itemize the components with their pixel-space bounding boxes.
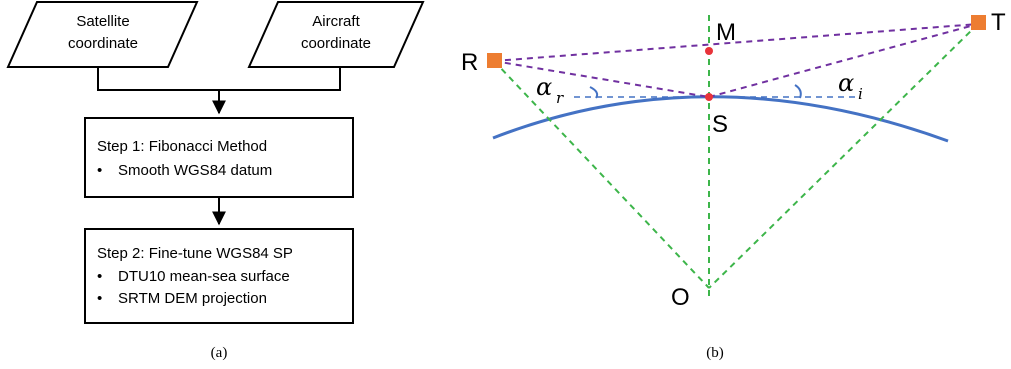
- step1-bullet1: Smooth WGS84 datum: [118, 162, 272, 179]
- label-s: S: [712, 111, 728, 138]
- aircraft-coordinate-box: [247, 1, 425, 68]
- ray-r-to-s: [493, 60, 710, 98]
- satellite-coordinate-line1: Satellite: [76, 13, 129, 30]
- midpoint-m: [705, 47, 713, 55]
- specular-point-s: [705, 93, 713, 101]
- label-o: O: [671, 284, 690, 311]
- satellite-coordinate-box: [6, 1, 199, 68]
- step1-bullet-mark: •: [97, 162, 102, 179]
- transmitter-square: [971, 15, 986, 30]
- aircraft-coordinate-line1: Aircraft: [312, 13, 360, 30]
- angle-arc-i: [794, 84, 802, 99]
- geometry-panel: R T M S O α r α i (b): [461, 9, 1006, 361]
- label-t: T: [991, 9, 1006, 36]
- caption-b: (b): [706, 345, 724, 361]
- step2-bullet-mark-1: •: [97, 268, 102, 285]
- step2-bullet-mark-2: •: [97, 290, 102, 307]
- earth-surface-arc: [492, 95, 949, 143]
- receiver-square: [487, 53, 502, 68]
- label-m: M: [716, 19, 736, 46]
- step2-title: Step 2: Fine-tune WGS84 SP: [97, 245, 293, 262]
- angle-arc-r: [589, 86, 599, 99]
- alpha-r-subscript: r: [556, 89, 564, 107]
- radial-line-r: [493, 60, 710, 289]
- step2-box: [84, 228, 354, 324]
- radial-line-t: [708, 23, 979, 289]
- alpha-i-symbol: α: [838, 69, 854, 97]
- alpha-r-symbol: α: [536, 73, 552, 101]
- flowchart-panel: Satellite coordinate Aircraft coordinate…: [6, 1, 425, 361]
- step1-title: Step 1: Fibonacci Method: [97, 138, 267, 155]
- label-r: R: [461, 49, 478, 76]
- aircraft-coordinate-line2: coordinate: [301, 35, 371, 52]
- merge-connector: [97, 67, 341, 91]
- satellite-coordinate-line2: coordinate: [68, 35, 138, 52]
- step1-box: [84, 117, 354, 198]
- step2-bullet2: SRTM DEM projection: [118, 290, 267, 307]
- ray-r-to-t: [493, 23, 979, 62]
- step2-bullet1: DTU10 mean-sea surface: [118, 268, 290, 285]
- alpha-i-subscript: i: [858, 85, 863, 103]
- caption-a: (a): [211, 345, 228, 361]
- ray-s-to-t: [708, 23, 979, 98]
